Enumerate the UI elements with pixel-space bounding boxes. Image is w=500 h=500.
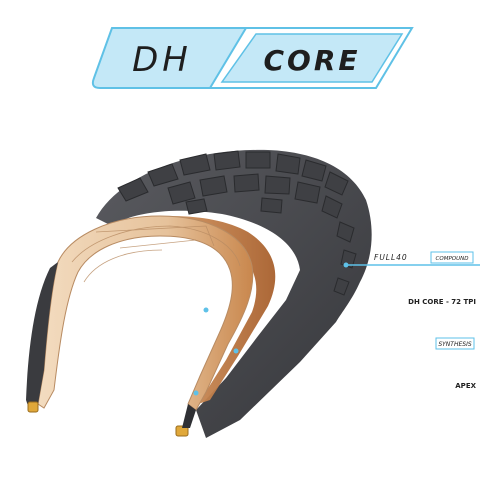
callout-synthesis-box — [435, 337, 475, 350]
callout-synthesis-label: SYNTHESIS — [438, 341, 472, 348]
logo-right-text: CORE — [263, 44, 360, 77]
callout-casing-label: DH CORE - 72 TPI — [408, 298, 476, 306]
tire-rubber-body — [96, 149, 372, 439]
callout-casing: DH CORE - 72 TPI — [203, 298, 480, 313]
callout-compound-badge-box — [430, 251, 474, 264]
casing-layer — [37, 215, 254, 411]
callout-compound-label: FULL40 — [374, 253, 408, 262]
left-sidewall — [26, 262, 58, 412]
right-bead-sidewall — [182, 404, 196, 428]
casing-ply-lines — [71, 225, 241, 283]
callout-apex: APEX — [193, 382, 480, 396]
right-bead — [175, 425, 189, 437]
logo-left-text: DH — [132, 40, 192, 80]
logo-right-panel-inner — [220, 33, 404, 83]
tread-knobs — [117, 150, 357, 296]
callout-compound-badge: COMPOUND — [436, 256, 469, 262]
callout-synthesis: SYNTHESIS — [233, 337, 480, 354]
callout-compound: FULL40 COMPOUND — [343, 251, 480, 268]
left-bead — [27, 401, 39, 413]
copper-synthesis-layer — [110, 216, 276, 404]
tire-cross-section — [26, 149, 372, 439]
dh-core-logo: DH CORE — [91, 27, 414, 89]
callouts: FULL40 COMPOUND DH CORE - 72 TPI SYNTHES… — [193, 251, 480, 396]
callout-apex-label: APEX — [455, 382, 476, 390]
